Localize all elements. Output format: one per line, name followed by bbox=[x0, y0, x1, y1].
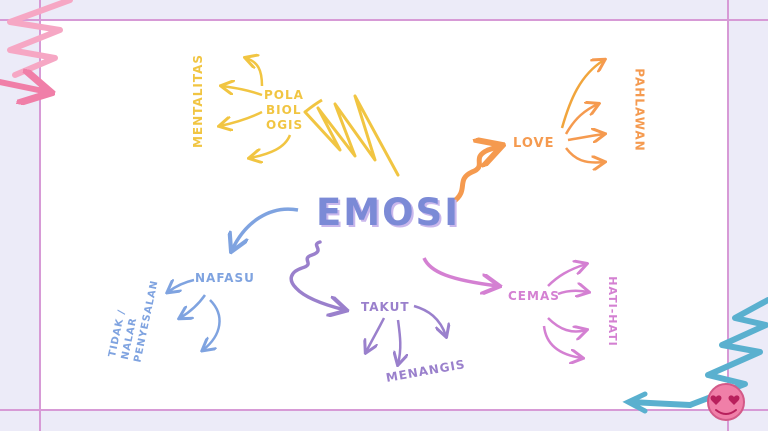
frame-line-right bbox=[727, 0, 729, 431]
slide-canvas bbox=[40, 20, 728, 410]
branch-nafasu-arrows bbox=[168, 278, 221, 350]
branch-love-arrows bbox=[560, 60, 604, 162]
branch-love: LOVE bbox=[513, 136, 555, 151]
teal-squiggle-decoration bbox=[622, 297, 768, 414]
leaf-tidak-nalar-penyesalan: TIDAK / NALAR PENYESALAN bbox=[107, 272, 188, 363]
branch-pola-biologis-line3: OGIS bbox=[266, 118, 304, 132]
frame-line-bottom bbox=[0, 409, 768, 411]
branch-cemas: CEMAS bbox=[508, 289, 560, 303]
branch-pola-biologis-line2: BIOL bbox=[266, 103, 302, 117]
branch-cemas-arrows bbox=[542, 264, 588, 358]
branch-cemas-connector bbox=[422, 257, 498, 286]
leaf-hati-hati: HATI-HATI bbox=[605, 276, 619, 347]
branch-takut: TAKUT bbox=[361, 300, 410, 314]
branch-takut-connector bbox=[289, 240, 345, 310]
central-topic-emosi: EMOSI bbox=[316, 191, 460, 234]
leaf-pahlawan: PAHLAWAN bbox=[632, 68, 647, 152]
branch-pola-biologis-connector bbox=[303, 94, 400, 177]
branch-takut-arrows bbox=[366, 304, 446, 364]
leaf-mentalitas: MENTALITAS bbox=[191, 53, 206, 149]
branch-nafasu-connector bbox=[232, 207, 299, 250]
branch-pola-biologis-arrows bbox=[220, 58, 292, 158]
branch-nafasu: NAFASU bbox=[195, 271, 255, 285]
branch-pola-biologis-line1: POLA bbox=[264, 88, 304, 102]
frame-line-left bbox=[39, 0, 41, 431]
branch-love-connector bbox=[450, 146, 500, 205]
frame-line-top bbox=[0, 19, 768, 21]
pink-squiggle-decoration bbox=[0, 0, 73, 92]
smiley-heart-eyes-icon bbox=[707, 383, 745, 421]
